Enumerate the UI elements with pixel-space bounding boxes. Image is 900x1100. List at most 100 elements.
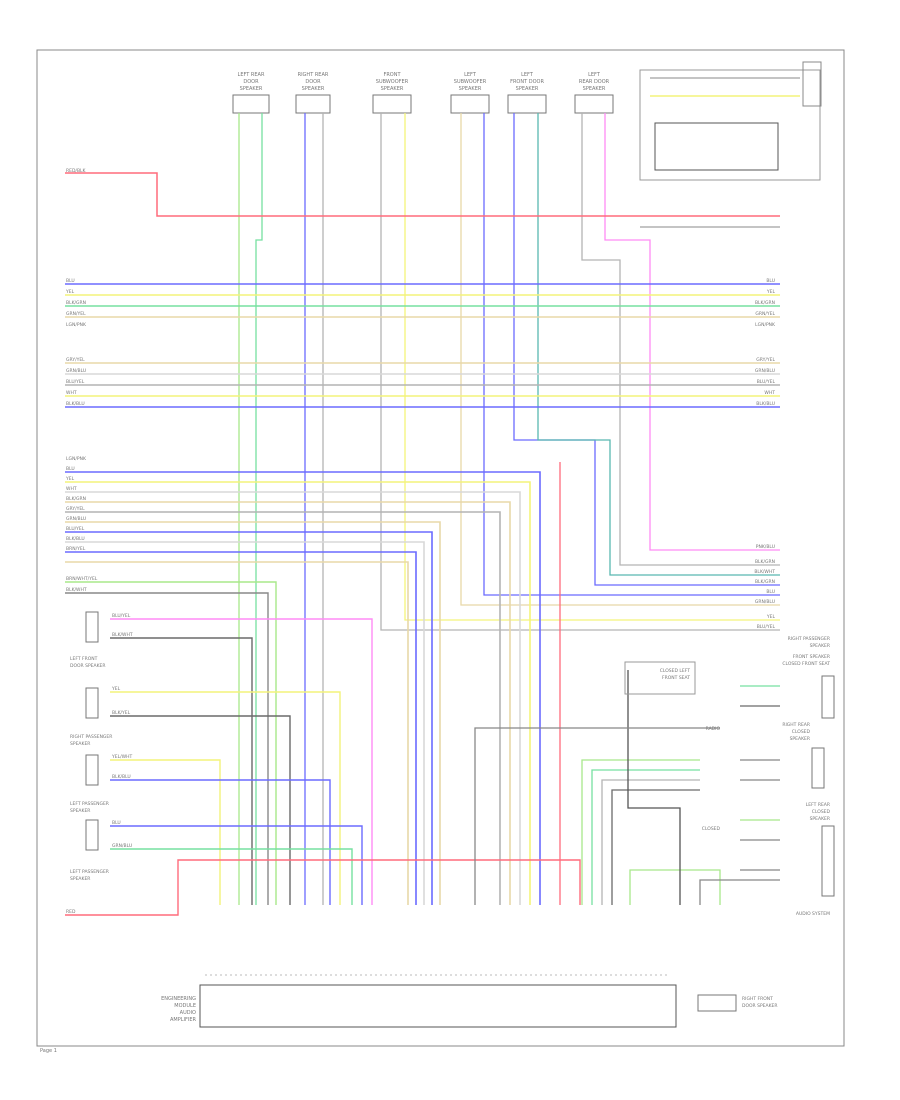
svg-text:WHT: WHT (66, 390, 77, 396)
svg-text:CLOSED: CLOSED (812, 809, 831, 815)
right-rear-closed-speaker: RIGHT REAR CLOSED SPEAKER (782, 722, 825, 789)
svg-text:DOOR: DOOR (243, 79, 259, 85)
left-rear-closed-speaker: LEFT REAR CLOSED SPEAKER CLOSED (702, 802, 835, 897)
svg-text:GRN/BLU: GRN/BLU (755, 599, 775, 605)
diagram-frame (36, 49, 845, 1047)
svg-text:SPEAKER: SPEAKER (302, 86, 325, 92)
svg-text:WHT: WHT (66, 486, 77, 492)
svg-text:CLOSED: CLOSED (702, 826, 721, 832)
svg-text:GRN/BLU: GRN/BLU (755, 368, 775, 374)
svg-text:SPEAKER: SPEAKER (459, 86, 482, 92)
speaker-left-subwoofer: LEFT SUBWOOFER SPEAKER (450, 72, 490, 114)
svg-text:GRN/BLU: GRN/BLU (112, 843, 132, 849)
svg-text:BLK/YEL: BLK/YEL (112, 710, 131, 716)
svg-text:LEFT REAR: LEFT REAR (806, 802, 830, 808)
svg-text:SPEAKER: SPEAKER (70, 876, 90, 882)
svg-text:YEL: YEL (766, 289, 776, 295)
svg-text:WHT: WHT (764, 390, 775, 396)
svg-text:ENGINEERING: ENGINEERING (161, 996, 196, 1002)
svg-text:BLK/BLU: BLK/BLU (112, 774, 131, 780)
svg-text:SPEAKER: SPEAKER (583, 86, 606, 92)
right-speakers: RIGHT PASSENGER SPEAKER CLOSED LEFT FRON… (624, 636, 835, 917)
svg-text:BLK/BLU: BLK/BLU (66, 401, 85, 407)
svg-text:BLU: BLU (766, 278, 775, 284)
svg-text:GRY/YEL: GRY/YEL (66, 357, 85, 363)
right-wire-labels: BLU YEL BLK/GRN GRN/YEL LGN/PNK GRY/YEL … (754, 278, 776, 630)
svg-text:BLU/YEL: BLU/YEL (66, 526, 85, 532)
svg-text:LEFT FRONT: LEFT FRONT (70, 656, 98, 662)
svg-text:GRY/YEL: GRY/YEL (756, 357, 775, 363)
svg-text:LGN/PNK: LGN/PNK (66, 456, 87, 462)
svg-text:BRN/YEL: BRN/YEL (66, 546, 86, 552)
svg-text:LGN/PNK: LGN/PNK (66, 322, 87, 328)
right-passenger-speaker-upper: RIGHT PASSENGER SPEAKER (788, 636, 830, 649)
svg-text:GRY/YEL: GRY/YEL (66, 506, 85, 512)
svg-text:GRN/YEL: GRN/YEL (66, 311, 86, 317)
svg-text:RADIO: RADIO (706, 726, 721, 732)
bus-group-4 (65, 581, 277, 905)
svg-text:BLK/GRN: BLK/GRN (66, 496, 86, 502)
svg-text:BLK/GRN: BLK/GRN (66, 300, 86, 306)
svg-text:CLOSED FRONT SEAT: CLOSED FRONT SEAT (782, 661, 830, 667)
svg-text:BLU: BLU (112, 820, 121, 826)
svg-text:FRONT: FRONT (383, 72, 401, 78)
svg-text:LEFT: LEFT (464, 72, 477, 78)
svg-text:LEFT PASSENGER: LEFT PASSENGER (70, 801, 109, 807)
svg-text:YEL/WHT: YEL/WHT (111, 754, 132, 760)
svg-text:RIGHT PASSENGER: RIGHT PASSENGER (788, 636, 830, 642)
svg-text:GRN/BLU: GRN/BLU (66, 368, 86, 374)
svg-text:YEL: YEL (766, 614, 776, 620)
svg-text:SPEAKER: SPEAKER (810, 816, 830, 822)
audio-amplifier-module: ENGINEERING MODULE AUDIO AMPLIFIER (161, 974, 677, 1028)
speaker-right-rear-door: RIGHT REAR DOOR SPEAKER (295, 72, 331, 114)
svg-text:YEL: YEL (65, 476, 75, 482)
svg-text:FRONT DOOR: FRONT DOOR (510, 79, 544, 85)
svg-text:MODULE: MODULE (174, 1003, 196, 1009)
svg-text:BLU/YEL: BLU/YEL (757, 624, 776, 630)
svg-text:RIGHT PASSENGER: RIGHT PASSENGER (70, 734, 112, 740)
svg-text:LEFT REAR: LEFT REAR (238, 72, 265, 78)
top-speaker-connectors: LEFT REAR DOOR SPEAKER RIGHT REAR DOOR S… (232, 72, 614, 114)
svg-text:RED/BLK: RED/BLK (66, 168, 87, 174)
svg-text:SPEAKER: SPEAKER (810, 643, 830, 649)
svg-text:YEL: YEL (65, 289, 75, 295)
svg-text:BLK/WHT: BLK/WHT (66, 587, 87, 593)
svg-text:BLU/YEL: BLU/YEL (757, 379, 776, 385)
left-wire-labels: RED/BLK BLU YEL BLK/GRN GRN/YEL LGN/PNK … (65, 168, 98, 915)
svg-text:SUBWOOFER: SUBWOOFER (454, 79, 487, 85)
svg-text:BLK/BLU: BLK/BLU (756, 401, 775, 407)
svg-text:GRN/YEL: GRN/YEL (755, 311, 775, 317)
svg-text:BLK/GRN: BLK/GRN (755, 300, 775, 306)
svg-text:DOOR SPEAKER: DOOR SPEAKER (742, 1003, 778, 1009)
left-speakers-wires (65, 618, 581, 916)
svg-text:BLU/YEL: BLU/YEL (66, 379, 85, 385)
page-number: Page 1 (40, 1048, 57, 1054)
svg-text:SPEAKER: SPEAKER (240, 86, 263, 92)
left-passenger-speaker-2: BLU GRN/BLU LEFT PASSENGER SPEAKER (70, 819, 132, 882)
svg-text:BLU/YEL: BLU/YEL (112, 613, 131, 619)
svg-text:SPEAKER: SPEAKER (70, 808, 90, 814)
bus-group-3 (65, 462, 561, 905)
svg-text:AUDIO: AUDIO (180, 1010, 196, 1016)
left-speakers: BLU/YEL BLK/WHT LEFT FRONT DOOR SPEAKER … (70, 611, 133, 882)
speaker-left-rear-door-2: LEFT REAR DOOR SPEAKER (574, 72, 614, 114)
svg-text:SPEAKER: SPEAKER (70, 741, 90, 747)
red-trunk-wire (65, 172, 780, 217)
svg-text:LEFT: LEFT (521, 72, 534, 78)
svg-text:SPEAKER: SPEAKER (790, 736, 810, 742)
front-speaker-closed-front-seat: FRONT SPEAKER CLOSED FRONT SEAT (782, 654, 835, 719)
svg-text:SUBWOOFER: SUBWOOFER (376, 79, 409, 85)
svg-text:BLK/GRN: BLK/GRN (755, 579, 775, 585)
svg-text:PNK/BLU: PNK/BLU (756, 544, 775, 550)
left-front-door-speaker: BLU/YEL BLK/WHT LEFT FRONT DOOR SPEAKER (70, 611, 133, 669)
svg-text:GRN/BLU: GRN/BLU (66, 516, 86, 522)
right-front-door-speaker: RIGHT FRONT DOOR SPEAKER (697, 994, 778, 1012)
speaker-left-rear-door: LEFT REAR DOOR SPEAKER (232, 72, 270, 114)
svg-text:BLK/BLU: BLK/BLU (66, 536, 85, 542)
closed-left-front-seat: CLOSED LEFT FRONT SEAT RADIO (624, 661, 721, 732)
svg-text:REAR DOOR: REAR DOOR (579, 79, 610, 85)
svg-text:BLU: BLU (66, 278, 75, 284)
svg-text:AMPLIFIER: AMPLIFIER (170, 1017, 197, 1023)
svg-text:FRONT SEAT: FRONT SEAT (662, 675, 690, 681)
vertical-wires (238, 113, 780, 905)
